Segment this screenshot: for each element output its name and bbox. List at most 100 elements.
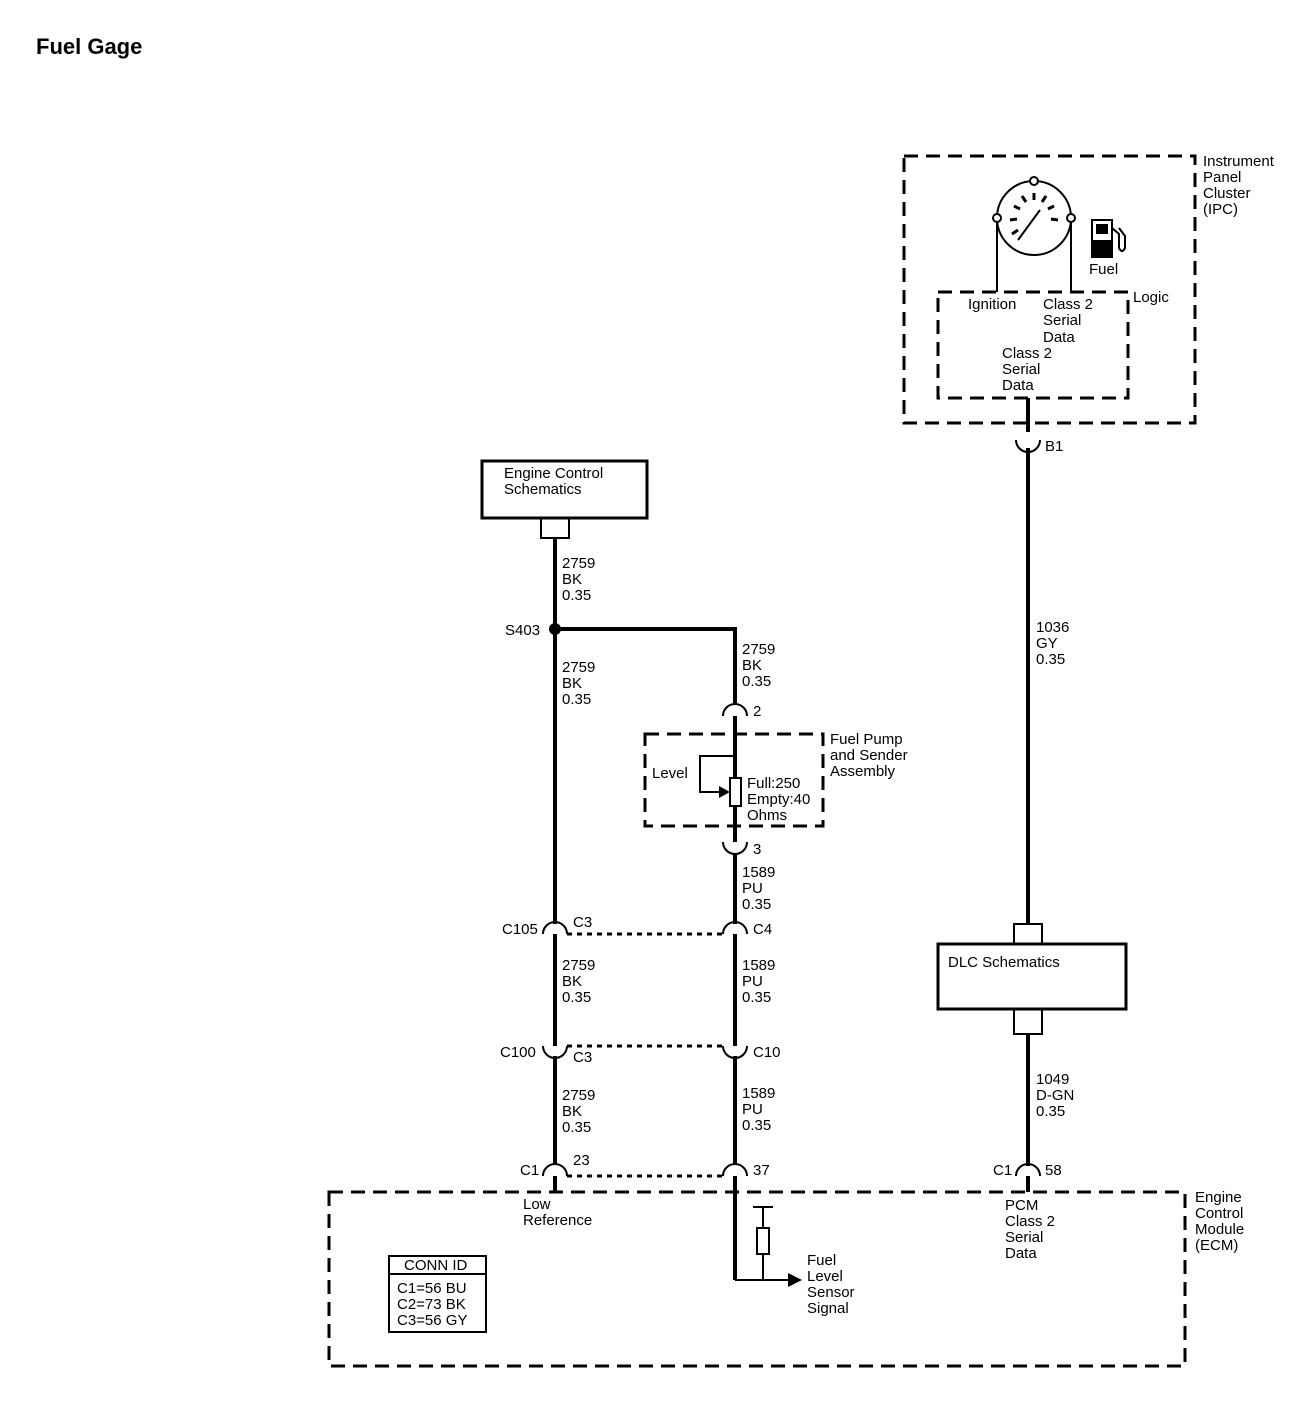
splice-s403-label: S403 [505,622,540,639]
class2-a-3: Data [1043,329,1075,346]
wire-2759-branch-color: BK [742,657,762,674]
fuel-label: Fuel [1089,261,1118,278]
conn-id-row-1: C1=56 BU [397,1280,467,1297]
class2-a-2: Serial [1043,312,1081,329]
sender-spec-3: Ohms [747,807,787,824]
wire-2759-b-color: BK [562,973,582,990]
sender-pin-3: 3 [753,841,761,858]
low-reference-1: Low [523,1196,551,1213]
fuel-pump-icon [1091,219,1126,258]
c105-right-symbol [722,921,748,935]
conn-id-row-2: C2=73 BK [397,1296,466,1313]
c105-left-symbol [542,921,568,935]
ipc-label-4: (IPC) [1203,201,1238,218]
fuel-signal-2: Level [807,1268,843,1285]
conn-id-table: CONN ID C1=56 BU C2=73 BK C3=56 GY [388,1255,487,1333]
sender-label-2: and Sender [830,747,908,764]
wire-2759-top-color: BK [562,571,582,588]
wire-1589-c-color: PU [742,1101,763,1118]
ipc-label-1: Instrument [1203,153,1275,170]
logic-boundary [936,290,1130,400]
class2-a-1: Class 2 [1043,296,1093,313]
sender-label-1: Fuel Pump [830,731,903,748]
sender-level-label: Level [652,765,688,782]
wire-1049-gauge: 0.35 [1036,1103,1065,1120]
connector-c1-left-pin: 23 [573,1152,590,1169]
wire-1049-color: D-GN [1036,1087,1074,1104]
wire-2759-c-gauge: 0.35 [562,1119,591,1136]
wire-2759-a-gauge: 0.35 [562,691,591,708]
wire-2759-branch-gauge: 0.35 [742,673,771,690]
sender-pin-2: 2 [753,703,761,720]
fuel-signal-1: Fuel [807,1252,836,1269]
sender-spec-2: Empty:40 [747,791,810,808]
class2-b-3: Data [1002,377,1034,394]
connector-c105-pin-right: C4 [753,921,772,938]
fuel-signal-3: Sensor [807,1284,855,1301]
wire-1049-num: 1049 [1036,1071,1069,1088]
c1-left-gap [541,1164,569,1180]
wire-1589-b-color: PU [742,973,763,990]
wire-2759-top-gauge: 0.35 [562,587,591,604]
ipc-boundary [902,154,1197,425]
wire-1589-b-gauge: 0.35 [742,989,771,1006]
wire-1589-a-color: PU [742,880,763,897]
dlc-schematics-box [936,942,1128,1011]
pcm-data-1: PCM [1005,1197,1038,1214]
engine-control-connector [540,518,570,539]
wire-1589-c-gauge: 0.35 [742,1117,771,1134]
sender-resistor [729,777,742,807]
engine-control-schematics-box [480,459,649,520]
fuel-signal-4: Signal [807,1300,849,1317]
wire-2759-a-num: 2759 [562,659,595,676]
wire-2759-c-num: 2759 [562,1087,595,1104]
sender-pin-2-symbol [722,703,748,717]
connector-b1-label: B1 [1045,438,1063,455]
logic-label: Logic [1133,289,1169,306]
sender-spec-1: Full:250 [747,775,800,792]
pcm-data-4: Data [1005,1245,1037,1262]
ecm-label-4: (ECM) [1195,1237,1238,1254]
connector-c1-right-symbol [1015,1163,1041,1177]
low-reference-2: Reference [523,1212,592,1229]
ipc-label-3: Cluster [1203,185,1251,202]
pcm-data-3: Serial [1005,1229,1043,1246]
ipc-label-2: Panel [1203,169,1241,186]
dlc-top-connector [1013,923,1043,944]
wire-2759-top-num: 2759 [562,555,595,572]
connector-c1-mid-pin: 37 [753,1162,770,1179]
ecm-label-3: Module [1195,1221,1244,1238]
c100-left-symbol [542,1045,568,1059]
connector-c1-right-pin: 58 [1045,1162,1062,1179]
c100-right-symbol [722,1045,748,1059]
wire-1036-num: 1036 [1036,619,1069,636]
page-title: Fuel Gage [36,34,142,59]
wire-1589-c-num: 1589 [742,1085,775,1102]
connector-c1-right-label: C1 [993,1162,1012,1179]
class2-b-2: Serial [1002,361,1040,378]
wire-1036-color: GY [1036,635,1058,652]
engine-control-label-2: Schematics [504,481,582,498]
connector-c1-left-label: C1 [520,1162,539,1179]
dlc-bottom-connector [1013,1009,1043,1035]
wire-2759-a-color: BK [562,675,582,692]
wire-2759-branch [555,627,737,704]
wire-2759-c-color: BK [562,1103,582,1120]
wire-2759-b-gauge: 0.35 [562,989,591,1006]
connector-c100-pin-right: C10 [753,1044,781,1061]
c1-mid-gap [721,1164,749,1180]
ecm-label-2: Control [1195,1205,1243,1222]
wire-1589-a-gauge: 0.35 [742,896,771,913]
conn-id-title: CONN ID [404,1257,468,1274]
engine-control-label-1: Engine Control [504,465,603,482]
conn-id-row-3: C3=56 GY [397,1312,467,1329]
sender-wiper [699,755,735,793]
wire-2759-branch-num: 2759 [742,641,775,658]
connector-c100-pin-left: C3 [573,1049,592,1066]
sender-label-3: Assembly [830,763,896,780]
dlc-schematics-label: DLC Schematics [948,954,1060,971]
c1-mid-symbol [722,1163,748,1177]
wire-2759-b-num: 2759 [562,957,595,974]
wire-1036-gauge: 0.35 [1036,651,1065,668]
